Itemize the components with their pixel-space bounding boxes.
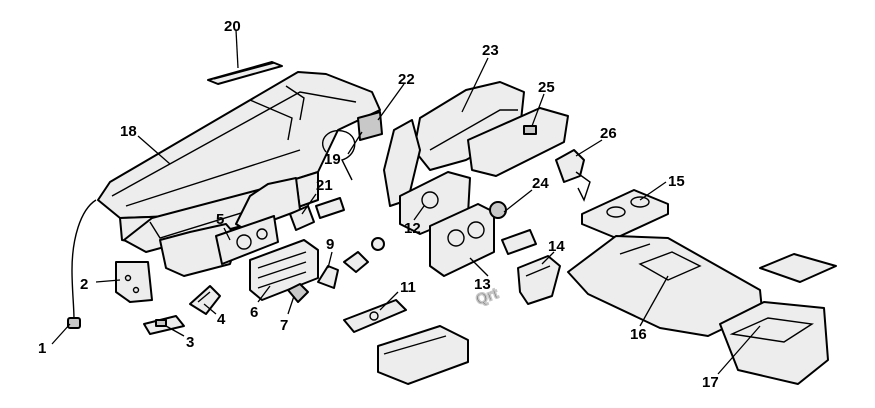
callout-12: 12 xyxy=(404,220,421,237)
callout-14: 14 xyxy=(548,238,565,255)
part-4-switch-bracket xyxy=(189,285,221,315)
part-26-ignition-lock xyxy=(555,149,591,202)
callout-1: 1 xyxy=(38,340,46,357)
callout-13: 13 xyxy=(474,276,491,293)
part-19-cable-loop xyxy=(321,129,356,181)
part-2-lower-bracket xyxy=(115,261,153,303)
callout-7: 7 xyxy=(280,317,288,334)
callout-labels: 1 2 3 4 5 6 7 9 11 12 13 14 15 16 17 18 … xyxy=(38,18,719,391)
part-1-speedometer-cable xyxy=(67,199,97,329)
callout-11: 11 xyxy=(400,279,416,296)
callout-21: 21 xyxy=(316,177,333,194)
part-3-switch-plate xyxy=(143,315,185,335)
part-9-bracket xyxy=(317,265,339,289)
part-6-center-vent xyxy=(249,239,319,301)
leader-lines xyxy=(51,29,761,375)
callout-2: 2 xyxy=(80,276,88,293)
part-13-center-trim xyxy=(429,203,495,277)
part-24-switch-cluster xyxy=(489,201,537,255)
callout-16: 16 xyxy=(630,326,647,343)
callout-24: 24 xyxy=(532,175,549,192)
callout-18: 18 xyxy=(120,123,137,140)
callout-6: 6 xyxy=(250,304,258,321)
callout-23: 23 xyxy=(482,42,499,59)
console-mat xyxy=(759,253,837,283)
callout-5: 5 xyxy=(216,211,224,228)
part-21-switch xyxy=(289,197,345,231)
callout-25: 25 xyxy=(538,79,555,96)
callout-20: 20 xyxy=(224,18,241,35)
part-11-lower-panel xyxy=(343,299,407,333)
lower-glove-tray xyxy=(377,325,469,385)
part-14-ashtray xyxy=(517,255,561,305)
callout-19: 19 xyxy=(324,151,341,168)
part-22-switch-block xyxy=(357,111,383,141)
callout-4: 4 xyxy=(217,311,226,328)
callout-3: 3 xyxy=(186,334,194,351)
callout-9: 9 xyxy=(326,236,334,253)
part-20-top-trim xyxy=(207,61,283,85)
callout-17: 17 xyxy=(702,374,719,391)
part-17-rear-console-box xyxy=(719,301,829,385)
part-15-cup-holder xyxy=(581,189,669,239)
callout-22: 22 xyxy=(398,71,415,88)
part-5-instrument-panel xyxy=(215,215,279,265)
callout-15: 15 xyxy=(668,173,685,190)
callout-26: 26 xyxy=(600,125,617,142)
part-25-glovebox-lid xyxy=(467,107,569,177)
part-7-knob xyxy=(287,283,309,303)
small-knobs xyxy=(343,237,385,273)
